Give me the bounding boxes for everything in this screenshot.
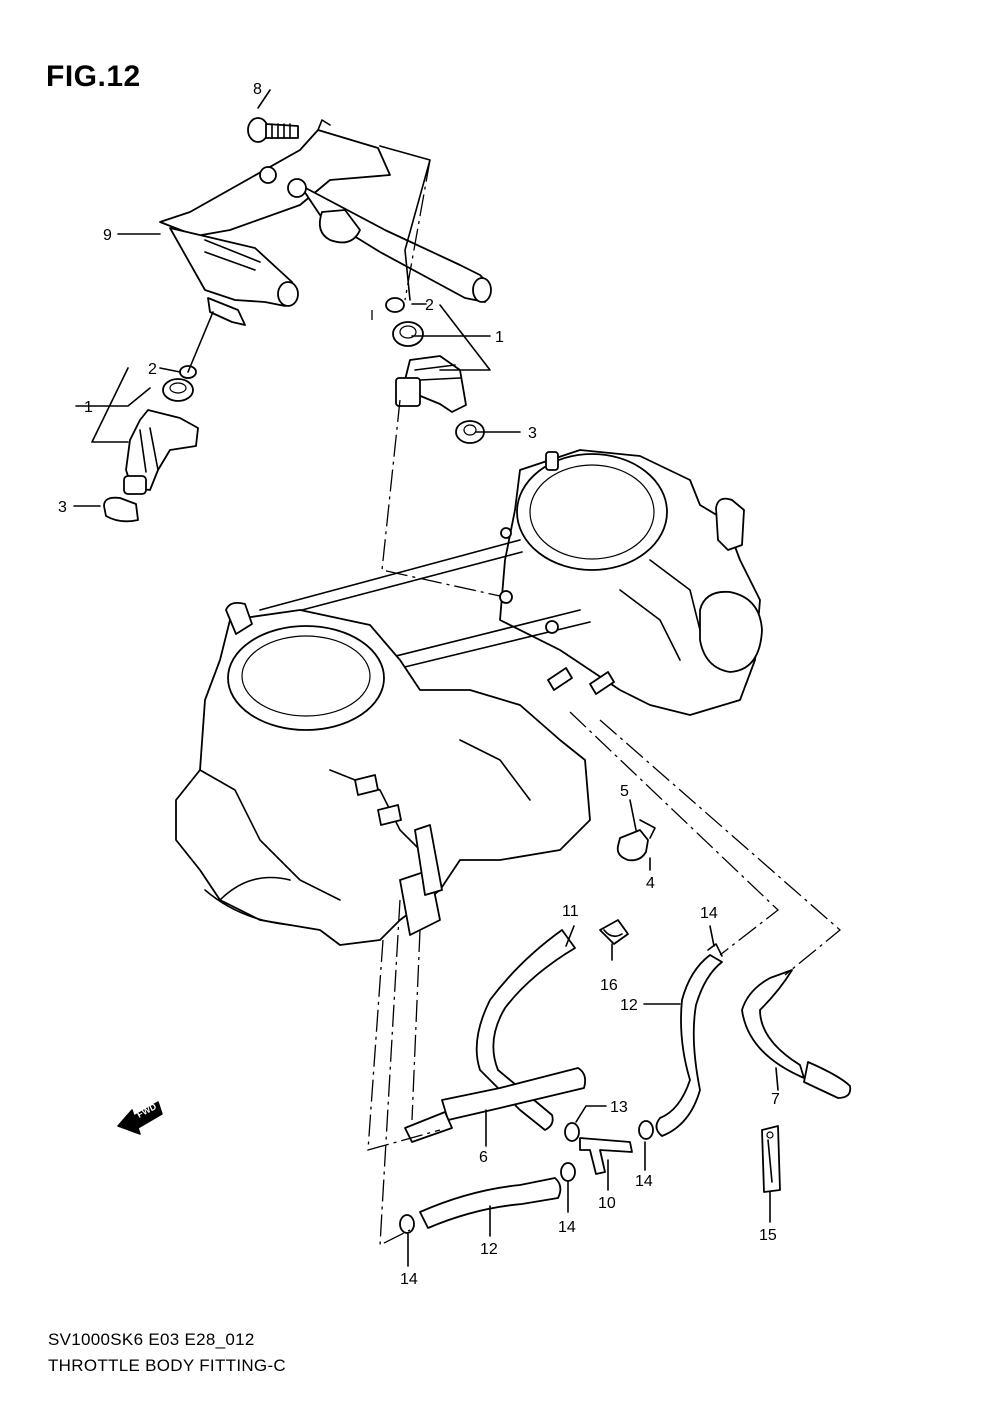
callout-14-right: 14 [635,1173,653,1190]
injector-left [103,365,199,523]
callout-6: 6 [479,1149,488,1166]
figure-title: FIG.12 [46,60,141,93]
bolt [247,117,299,143]
callout-3-right: 3 [528,425,537,442]
callout-12-lower: 12 [480,1241,498,1258]
hose-clamp-15 [761,1125,781,1193]
fuel-delivery-pipe [159,119,492,326]
callout-16: 16 [600,977,618,994]
callout-2-right: 2 [425,297,434,314]
callout-13: 13 [610,1099,628,1116]
hose-7 [741,969,852,1099]
callout-11: 11 [562,903,579,920]
hose-12-lower [419,1177,562,1229]
callout-10: 10 [598,1195,616,1212]
callout-12-upper: 12 [620,997,638,1014]
callout-15: 15 [759,1227,777,1244]
callout-9: 9 [103,227,112,244]
injector-right [385,297,485,444]
callout-4: 4 [646,875,655,892]
clamps-14 [399,1120,654,1234]
clamp-13 [564,1122,580,1142]
figure-name: THROTTLE BODY FITTING-C [48,1356,286,1375]
callout-labels: 8 9 2 1 3 2 1 3 5 4 11 16 14 12 7 13 6 1… [58,81,780,1288]
callout-5: 5 [620,783,629,800]
callout-1-right: 1 [495,329,504,346]
throttle-body-assembly [175,449,763,946]
hose-6 [404,1067,587,1143]
callout-1-left: 1 [84,399,93,416]
model-code: SV1000SK6 E03 E28_012 [48,1330,255,1349]
hose-12-upper [655,943,723,1137]
callout-7: 7 [771,1091,780,1108]
callout-2-left: 2 [148,361,157,378]
fwd-arrow-icon: FWD [117,1101,163,1135]
callout-8: 8 [253,81,262,98]
callout-3-left: 3 [58,499,67,516]
callout-14-bottom: 14 [400,1271,418,1288]
callout-14-mid: 14 [558,1219,576,1236]
t-joint-10 [579,1137,633,1175]
cap [616,819,656,862]
callout-14-top: 14 [700,905,718,922]
hose-11 [475,929,576,1131]
leader-lines [73,89,842,1267]
clip-16 [599,919,629,945]
